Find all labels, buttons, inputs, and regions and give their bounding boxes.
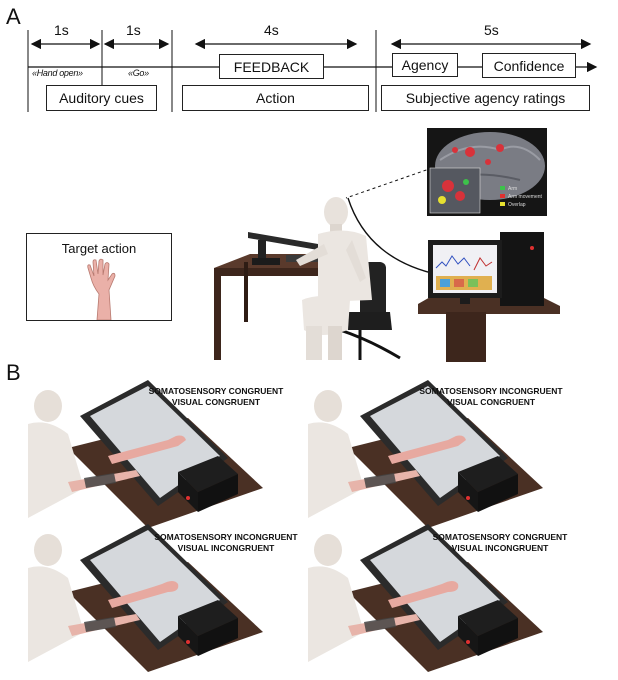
feedback-box: FEEDBACK	[219, 54, 324, 79]
condition-label: SOMATOSENSORY INCONGRUENT VISUAL INCONGR…	[146, 532, 306, 554]
duration-label: 4s	[264, 22, 279, 38]
action-box: Action	[182, 85, 369, 111]
condition-line1: SOMATOSENSORY INCONGRUENT	[154, 532, 298, 542]
cue-hand-open: «Hand open»	[32, 68, 83, 78]
legend-item: Arm movement	[508, 194, 543, 200]
condition-line1: SOMATOSENSORY CONGRUENT	[148, 386, 284, 396]
panel-b-label: B	[6, 360, 21, 385]
computer-tower	[500, 232, 544, 306]
hand-open-icon	[87, 258, 116, 320]
legend-item: Arm	[508, 186, 517, 192]
experiment-setup-scene: Arm Arm movement Overlap	[214, 128, 560, 362]
legend-item: Overlap	[508, 202, 526, 208]
legend-swatch	[500, 194, 505, 198]
legend-swatch	[500, 186, 505, 190]
condition-line1: SOMATOSENSORY CONGRUENT	[432, 532, 568, 542]
agency-box: Agency	[392, 53, 458, 77]
condition-line2: VISUAL INCONGRUENT	[177, 543, 275, 553]
condition-line2: VISUAL CONGRUENT	[171, 397, 261, 407]
condition-label: SOMATOSENSORY CONGRUENT VISUAL CONGRUENT	[146, 386, 286, 408]
duration-label: 5s	[484, 22, 499, 38]
subject	[296, 197, 372, 360]
confidence-box: Confidence	[482, 53, 576, 78]
condition-line1: SOMATOSENSORY INCONGRUENT	[419, 386, 563, 396]
target-action-box: Target action	[26, 233, 172, 321]
monitor	[428, 240, 502, 304]
condition-label: SOMATOSENSORY INCONGRUENT VISUAL CONGRUE…	[416, 386, 566, 408]
condition-line2: VISUAL CONGRUENT	[446, 397, 536, 407]
condition-label: SOMATOSENSORY CONGRUENT VISUAL INCONGRUE…	[420, 532, 580, 554]
brain-activation-image: Arm Arm movement Overlap	[427, 128, 547, 216]
condition-line2: VISUAL INCONGRUENT	[451, 543, 549, 553]
ratings-box: Subjective agency ratings	[381, 85, 590, 111]
target-action-label: Target action	[61, 241, 137, 256]
panel-a-label: A	[6, 4, 21, 29]
cue-go: «Go»	[128, 68, 149, 78]
legend-swatch	[500, 202, 505, 206]
duration-label: 1s	[126, 22, 141, 38]
duration-label: 1s	[54, 22, 69, 38]
eeg-cable	[347, 197, 441, 276]
power-led	[530, 246, 534, 250]
auditory-cues-box: Auditory cues	[46, 85, 157, 111]
